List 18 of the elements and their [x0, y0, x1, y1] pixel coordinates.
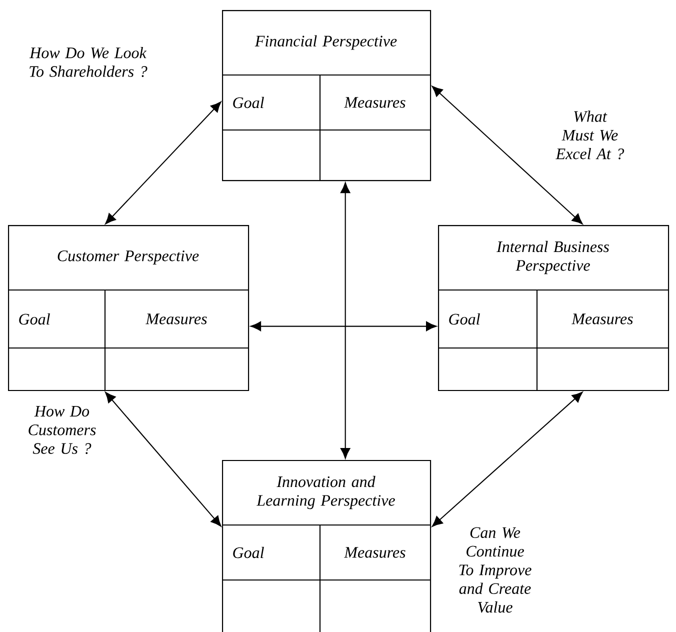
arrow: [105, 102, 222, 224]
arrow: [105, 392, 222, 527]
column-header: Goal: [449, 313, 480, 325]
edge-label: Can We Continue To Improve and Create Value: [459, 527, 532, 613]
arrow: [340, 182, 350, 459]
column-header: Measures: [344, 97, 406, 108]
arrow: [432, 86, 583, 224]
edge-label: How Do We Look To Shareholders ?: [29, 47, 148, 77]
column-header: Measures: [344, 547, 406, 558]
arrow: [432, 392, 583, 527]
column-header: Goal: [19, 313, 50, 325]
column-header: Measures: [146, 314, 207, 324]
column-header: Goal: [233, 546, 264, 558]
edge-label: What Must We Excel At ?: [556, 110, 624, 160]
arrow: [250, 321, 437, 332]
edge-label: How Do Customers See Us ?: [28, 406, 96, 454]
column-header: Goal: [233, 96, 264, 108]
column-header: Measures: [572, 314, 633, 324]
